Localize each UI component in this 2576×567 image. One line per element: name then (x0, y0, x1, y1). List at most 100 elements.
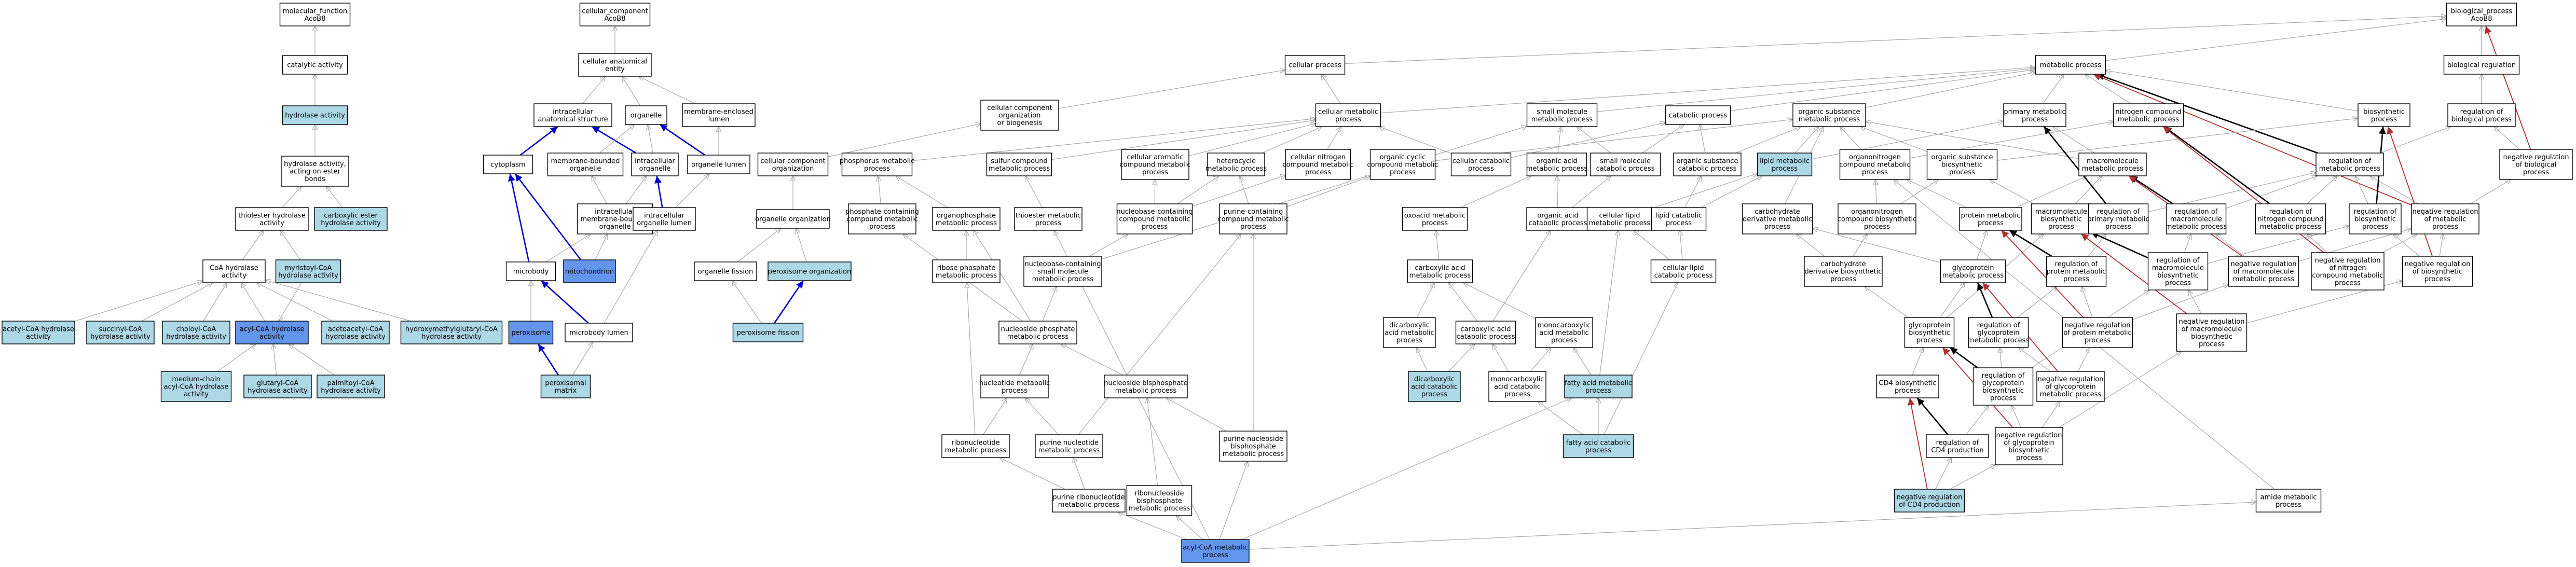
term-node-org[interactable]: organelle (625, 105, 667, 125)
term-node-mic[interactable]: microbody (505, 261, 556, 281)
term-node-oorg[interactable]: organelle organization (755, 209, 831, 229)
term-node-cat[interactable]: catalytic activity (282, 55, 348, 75)
term-node-hyd[interactable]: hydrolase activity (282, 105, 348, 125)
term-node-pfis[interactable]: peroxisome fission (732, 323, 804, 342)
term-node-olum[interactable]: organelle lumen (687, 155, 750, 174)
term-node-porg[interactable]: peroxisome organization (768, 261, 852, 281)
term-node-cp[interactable]: cellular process (1284, 55, 1346, 75)
term-node-ofis[interactable]: organelle fission (694, 261, 757, 281)
term-node-perox[interactable]: peroxisome (508, 321, 554, 344)
term-node-catp[interactable]: catabolic process (1665, 105, 1731, 125)
term-node-mlum[interactable]: microbody lumen (565, 323, 633, 342)
